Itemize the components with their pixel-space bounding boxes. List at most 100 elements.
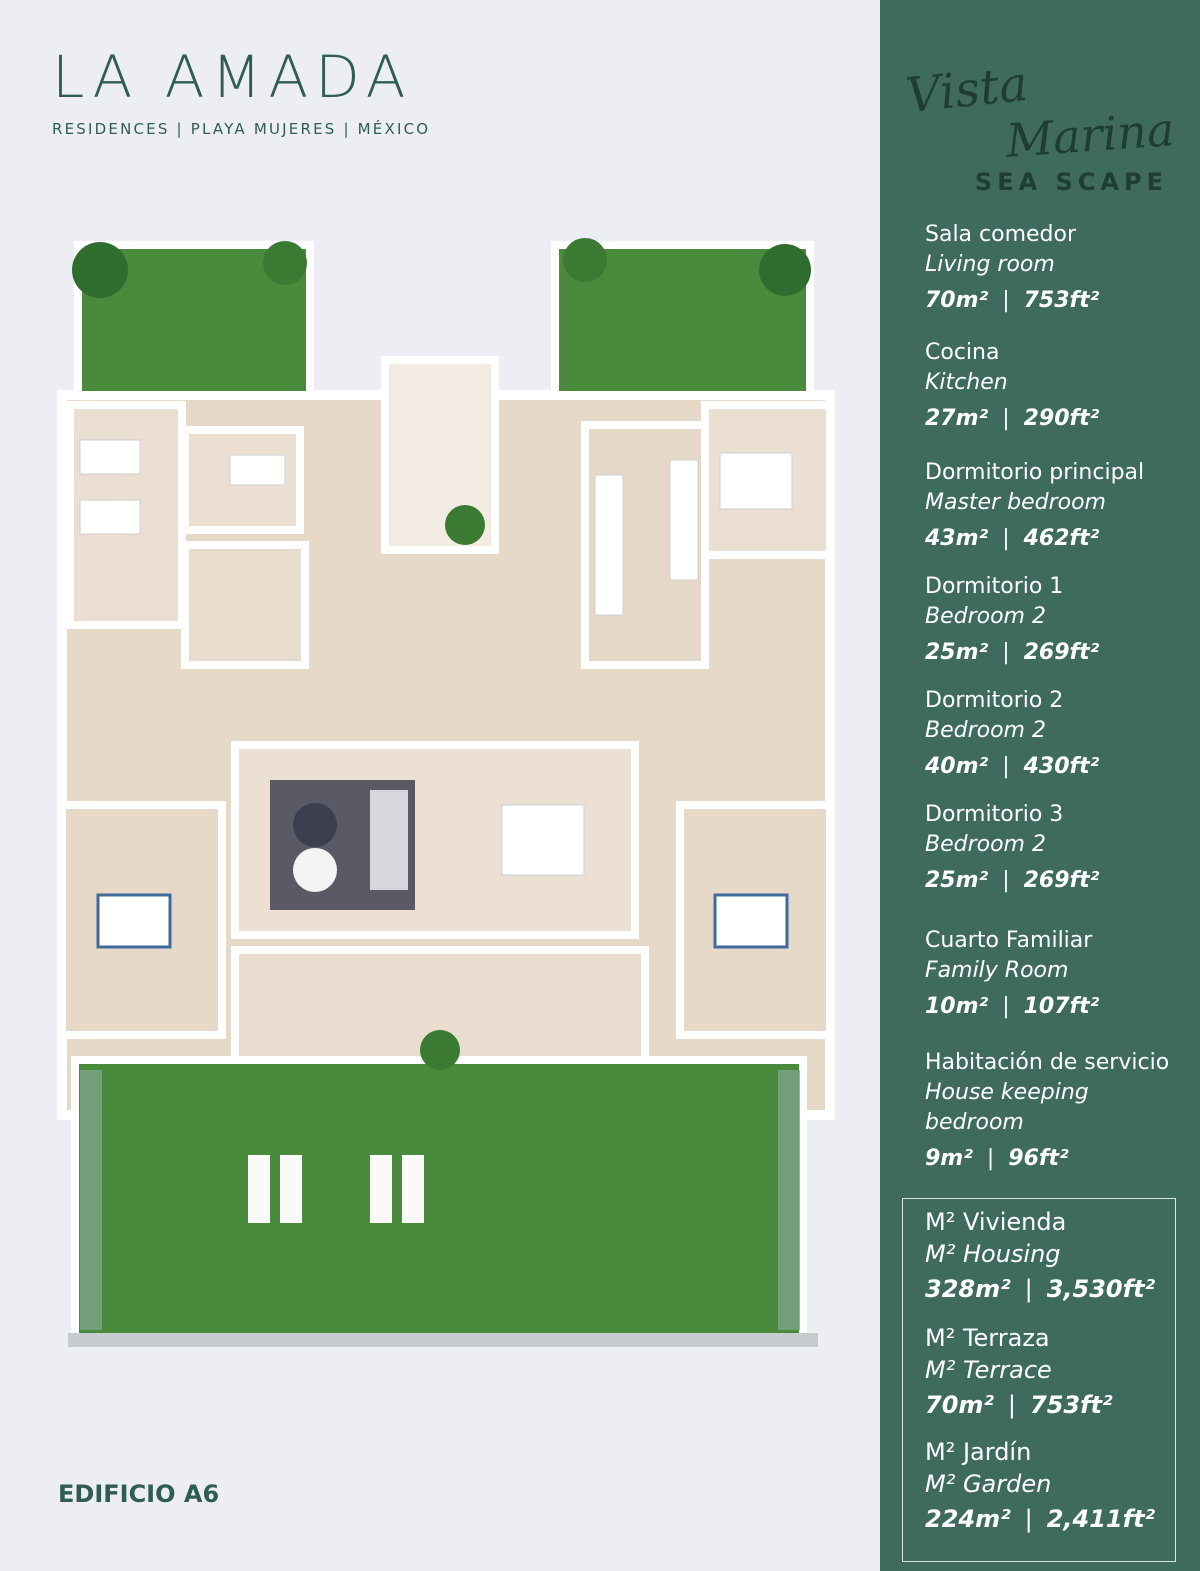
palm-tree bbox=[72, 242, 128, 298]
kitchen-island bbox=[594, 474, 624, 616]
bed-2 bbox=[96, 893, 172, 949]
garden-railing bbox=[68, 1333, 818, 1347]
building-label: EDIFICIO A6 bbox=[58, 1480, 220, 1508]
brand-tagline: RESIDENCES | PLAYA MUJERES | MÉXICO bbox=[52, 120, 431, 138]
floor-plan-render bbox=[40, 215, 840, 1365]
area-ft2: 290ft² bbox=[1023, 406, 1100, 431]
room-name-en: Living room bbox=[925, 252, 1055, 277]
room-area: 43m²|462ft² bbox=[925, 524, 1144, 554]
area-separator: | bbox=[1002, 526, 1010, 551]
area-ft2: 753ft² bbox=[1030, 1391, 1113, 1419]
room-name-en: Master bedroom bbox=[925, 490, 1106, 515]
sun-lounger bbox=[248, 1155, 270, 1223]
area-separator: | bbox=[1024, 1275, 1033, 1303]
room-item: Cuarto Familiar Family Room 10m² | 107ft² bbox=[925, 926, 1099, 1022]
room-area: 10m² | 107ft² bbox=[925, 992, 1099, 1022]
total-name-es: M² Terraza bbox=[925, 1324, 1050, 1352]
bed-1a bbox=[79, 439, 141, 475]
total-area: 224m²|2,411ft² bbox=[925, 1502, 1155, 1536]
model-script-line2: Marina bbox=[1004, 102, 1176, 168]
total-item: M² Vivienda M² Housing 328m²|3,530ft² bbox=[925, 1206, 1155, 1306]
room-name-en: Bedroom 2 bbox=[925, 604, 1046, 629]
area-ft2: 753ft² bbox=[1023, 288, 1100, 313]
palm-tree bbox=[759, 244, 811, 296]
room-family bbox=[181, 541, 309, 669]
area-ft2: 269ft² bbox=[1023, 868, 1100, 893]
room-name-es: Cuarto Familiar bbox=[925, 928, 1093, 953]
area-ft2: 430ft² bbox=[1023, 754, 1100, 779]
total-item: M² Jardín M² Garden 224m²|2,411ft² bbox=[925, 1436, 1155, 1536]
hedge-left bbox=[80, 1070, 102, 1330]
hedge-right bbox=[778, 1070, 800, 1330]
bed-master bbox=[719, 452, 793, 510]
area-separator: | bbox=[1002, 640, 1010, 665]
area-separator: | bbox=[1024, 1505, 1033, 1533]
total-item: M² Terraza M² Terrace 70m² | 753ft² bbox=[925, 1322, 1113, 1422]
room-item: Cocina Kitchen 27m² | 290ft² bbox=[925, 338, 1099, 434]
kitchen-counter bbox=[669, 459, 699, 581]
area-separator: | bbox=[1002, 868, 1010, 893]
area-separator: | bbox=[1002, 994, 1010, 1019]
area-separator: | bbox=[986, 1146, 995, 1171]
total-name-en: M² Garden bbox=[925, 1470, 1052, 1498]
room-name-en: Bedroom 2 bbox=[925, 832, 1046, 857]
room-name-en: House keeping bbox=[925, 1080, 1089, 1105]
room-item: Habitación de servicio House keeping bed… bbox=[925, 1048, 1169, 1174]
area-m2: 40m² bbox=[925, 754, 989, 779]
totals-box bbox=[902, 1198, 1176, 1562]
model-subtitle: SEA SCAPE bbox=[974, 168, 1168, 196]
room-name-en: Kitchen bbox=[925, 370, 1008, 395]
info-panel: Vista Marina SEA SCAPE Sala comedor Livi… bbox=[880, 0, 1200, 1571]
area-separator: | bbox=[1002, 754, 1010, 779]
total-area: 70m² | 753ft² bbox=[925, 1388, 1113, 1422]
total-area: 328m²|3,530ft² bbox=[925, 1272, 1155, 1306]
area-m2: 27m² bbox=[925, 406, 989, 431]
sun-lounger bbox=[370, 1155, 392, 1223]
plan-area: LA AMADA RESIDENCES | PLAYA MUJERES | MÉ… bbox=[40, 48, 840, 1508]
area-m2: 224m² bbox=[925, 1505, 1011, 1533]
area-ft2: 96ft² bbox=[1008, 1146, 1069, 1171]
dining-table bbox=[501, 804, 585, 876]
palm-tree bbox=[445, 505, 485, 545]
room-item: Dormitorio principal Master bedroom 43m²… bbox=[925, 458, 1144, 554]
total-name-en: M² Housing bbox=[925, 1240, 1061, 1268]
room-name-es: Habitación de servicio bbox=[925, 1050, 1170, 1075]
area-m2: 9m² bbox=[925, 1146, 973, 1171]
room-name-en: Family Room bbox=[925, 958, 1069, 983]
room-area: 25m² | 269ft² bbox=[925, 866, 1099, 896]
area-ft2: 462ft² bbox=[1023, 526, 1100, 551]
bed-3 bbox=[713, 893, 789, 949]
sofa bbox=[370, 790, 408, 890]
sun-lounger bbox=[280, 1155, 302, 1223]
brand-name: LA AMADA bbox=[52, 43, 413, 111]
room-area: 25m² | 269ft² bbox=[925, 638, 1099, 668]
room-area: 9m² | 96ft² bbox=[925, 1144, 1169, 1174]
room-name-es: Dormitorio 1 bbox=[925, 574, 1064, 599]
area-m2: 70m² bbox=[925, 288, 989, 313]
total-name-en: M² Terrace bbox=[925, 1356, 1052, 1384]
area-ft2: 269ft² bbox=[1023, 640, 1100, 665]
total-name-es: M² Jardín bbox=[925, 1438, 1032, 1466]
area-separator: | bbox=[1002, 406, 1010, 431]
total-name-es: M² Vivienda bbox=[925, 1208, 1067, 1236]
area-m2: 25m² bbox=[925, 868, 989, 893]
room-name-es: Cocina bbox=[925, 340, 1000, 365]
room-name-es: Sala comedor bbox=[925, 222, 1077, 247]
palm-tree bbox=[263, 241, 307, 285]
area-m2: 25m² bbox=[925, 640, 989, 665]
area-separator: | bbox=[1007, 1391, 1017, 1419]
bed-1b bbox=[79, 499, 141, 535]
sun-lounger bbox=[402, 1155, 424, 1223]
room-area: 27m² | 290ft² bbox=[925, 404, 1099, 434]
area-ft2: 3,530ft² bbox=[1046, 1275, 1156, 1303]
palm-tree bbox=[563, 238, 607, 282]
area-m2: 70m² bbox=[925, 1391, 994, 1419]
room-name-en: Bedroom 2 bbox=[925, 718, 1046, 743]
room-item: Dormitorio 3 Bedroom 2 25m²|269ft² bbox=[925, 800, 1099, 896]
room-item: Sala comedor Living room 70m²|753ft² bbox=[925, 220, 1099, 316]
room-item: Dormitorio 2 Bedroom 2 40m²|430ft² bbox=[925, 686, 1099, 782]
brand-logo: LA AMADA RESIDENCES | PLAYA MUJERES | MÉ… bbox=[52, 48, 432, 138]
area-m2: 10m² bbox=[925, 994, 989, 1019]
floor-plan-svg bbox=[57, 238, 835, 1347]
area-ft2: 107ft² bbox=[1023, 994, 1100, 1019]
